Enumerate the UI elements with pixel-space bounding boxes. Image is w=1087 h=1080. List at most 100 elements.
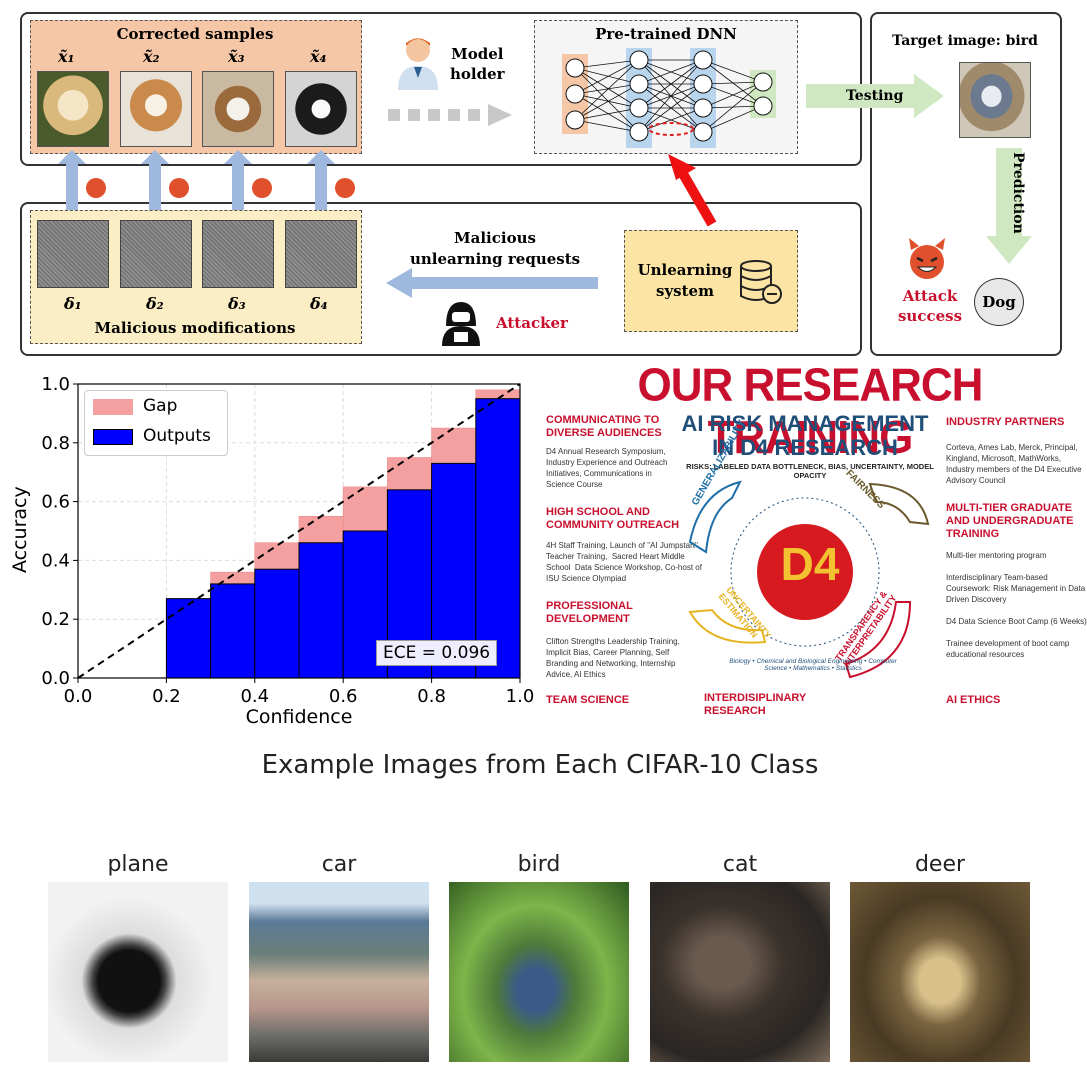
y-tick-label: 0.2 (41, 609, 70, 630)
prediction-label: Prediction (1010, 152, 1026, 234)
mod-label-2: δ₂ (146, 294, 164, 313)
d4-graphic (688, 480, 930, 679)
dog-photo-2 (120, 71, 192, 147)
x-tick-label: 0.4 (240, 686, 269, 707)
x-tick-label: 0.2 (152, 686, 181, 707)
corrected-samples-title: Corrected samples (116, 25, 274, 43)
output-bar (298, 542, 344, 679)
noise-patch-4 (285, 220, 357, 288)
reliability-chart: 0.0 0.2 0.4 0.6 0.8 1.0 0.0 0.2 0.4 0.6 0.8 1.0 Acc… (0, 362, 540, 732)
y-tick-label: 1.0 (41, 374, 70, 395)
ring-words: Biology • Chemical and Biological Engine… (729, 658, 897, 672)
left-heading-2: HIGH SCHOOL AND COMMUNITY OUTREACH (546, 506, 680, 531)
team-science-label: TEAM SCIENCE (546, 694, 630, 706)
gap-bar (298, 516, 344, 544)
right-heading-2: MULTI-TIER GRADUATE AND UNDERGRADUATE TR… (946, 502, 1074, 540)
dog-photo-4 (285, 71, 357, 147)
image-cat (650, 882, 830, 1062)
left-heading-3: PROFESSIONAL DEVELOPMENT (546, 600, 633, 625)
bird-photo (959, 62, 1031, 138)
class-label-deer: deer (914, 852, 966, 877)
class-label-bird: bird (517, 852, 561, 877)
class-label-cat: cat (722, 852, 758, 877)
legend-gap-swatch (93, 399, 133, 415)
image-plane (48, 882, 228, 1062)
image-deer (850, 882, 1030, 1062)
research-poster: OUR RESEARCH TRAINING AI RISK MANAGEMENT… (540, 359, 1087, 724)
sample-label-2: x̃₂ (143, 47, 160, 66)
sample-label-3: x̃₃ (228, 47, 245, 66)
gap-bar (431, 427, 477, 464)
x-tick-label: 0.6 (329, 686, 358, 707)
x-tick-label: 0.0 (64, 686, 93, 707)
upload-arrows (58, 150, 355, 212)
left-text-2: 4H Staff Training, Launch of "AI Jumpsta… (546, 541, 702, 583)
gap-bar (475, 389, 521, 399)
y-tick-label: 0.6 (41, 492, 70, 513)
dog-prediction: Dog (974, 278, 1024, 326)
y-tick-label: 0.0 (41, 668, 70, 689)
y-tick-label: 0.4 (41, 550, 70, 571)
x-tick-label: 0.8 (417, 686, 446, 707)
mod-label-3: δ₃ (228, 294, 246, 313)
output-bar (475, 398, 521, 679)
legend-gap-label: Gap (143, 396, 178, 416)
ece-annotation: ECE = 0.096 (376, 640, 498, 666)
x-tick-label: 1.0 (506, 686, 535, 707)
attack-success-label: Attack success (897, 287, 963, 325)
prediction-arrow (986, 148, 1032, 264)
sample-label-1: x̃₁ (58, 47, 75, 66)
attacker-label: Attacker (496, 314, 568, 332)
mod-label-1: δ₁ (64, 294, 82, 313)
noise-patch-3 (202, 220, 274, 288)
right-text-2: Multi-tier mentoring program Interdiscip… (946, 551, 1087, 659)
dog-photo-1 (37, 71, 109, 147)
output-bar (210, 583, 256, 679)
d4-logo: D4 (780, 538, 840, 590)
target-title: Target image: bird (892, 33, 1038, 49)
dog-photo-3 (202, 71, 274, 147)
left-heading-1: COMMUNICATING TO DIVERSE AUDIENCES (546, 414, 662, 439)
left-text-1: D4 Annual Research Symposium, Industry E… (546, 447, 668, 489)
legend-outputs-label: Outputs (143, 426, 211, 446)
gap-bar (387, 457, 432, 491)
noise-patch-1 (37, 220, 109, 288)
image-car (249, 882, 429, 1062)
x-axis-label: Confidence (245, 706, 353, 728)
neural-network (562, 48, 776, 148)
right-heading-1: INDUSTRY PARTNERS (946, 416, 1065, 428)
plot-frame (77, 383, 521, 679)
unlearning-system-label: Unlearning system (637, 261, 733, 300)
requests-arrow-left (386, 268, 598, 298)
unlearning-system-box (624, 230, 798, 332)
perfect-calibration-line (77, 383, 521, 679)
attacker-icon (442, 302, 480, 346)
interdisciplinary-label: INTERDISIPLINARY RESEARCH (704, 692, 807, 717)
class-label-car: car (321, 852, 357, 877)
chart-plot: 0.0 0.2 0.4 0.6 0.8 1.0 0.0 0.2 0.4 0.6 0.8 1.0 (41, 374, 535, 707)
class-label-plane: plane (107, 852, 169, 877)
poster-risks: RISKS: LABELED DATA BOTTLENECK, BIAS, UN… (686, 462, 934, 480)
sample-label-4: x̃₄ (310, 47, 327, 66)
malicious-requests-label: Malicious unlearning requests (410, 229, 581, 268)
output-bar (254, 568, 300, 679)
person-icon (398, 38, 438, 90)
noise-patch-2 (120, 220, 192, 288)
cifar-title: Example Images from Each CIFAR-10 Class (261, 750, 819, 780)
dashed-arrow-right (388, 104, 512, 126)
testing-label: Testing (846, 88, 904, 104)
testing-arrow (806, 74, 944, 118)
y-tick-label: 0.8 (41, 433, 70, 454)
model-holder-label: Model holder (450, 45, 505, 83)
gap-bar (342, 486, 388, 532)
image-bird (449, 882, 629, 1062)
ai-ethics-label: AI ETHICS (946, 694, 1001, 706)
mod-label-4: δ₄ (310, 294, 328, 313)
modifications-title: Malicious modifications (94, 319, 296, 337)
database-icon (740, 260, 782, 304)
dnn-title: Pre-trained DNN (595, 25, 737, 43)
right-text-1: Corteva, Ames Lab, Merck, Principal, Kin… (946, 443, 1082, 485)
y-axis-label: Accuracy (9, 486, 31, 573)
output-bar (165, 598, 212, 679)
poster-title: OUR RESEARCH TRAINING (637, 359, 984, 464)
